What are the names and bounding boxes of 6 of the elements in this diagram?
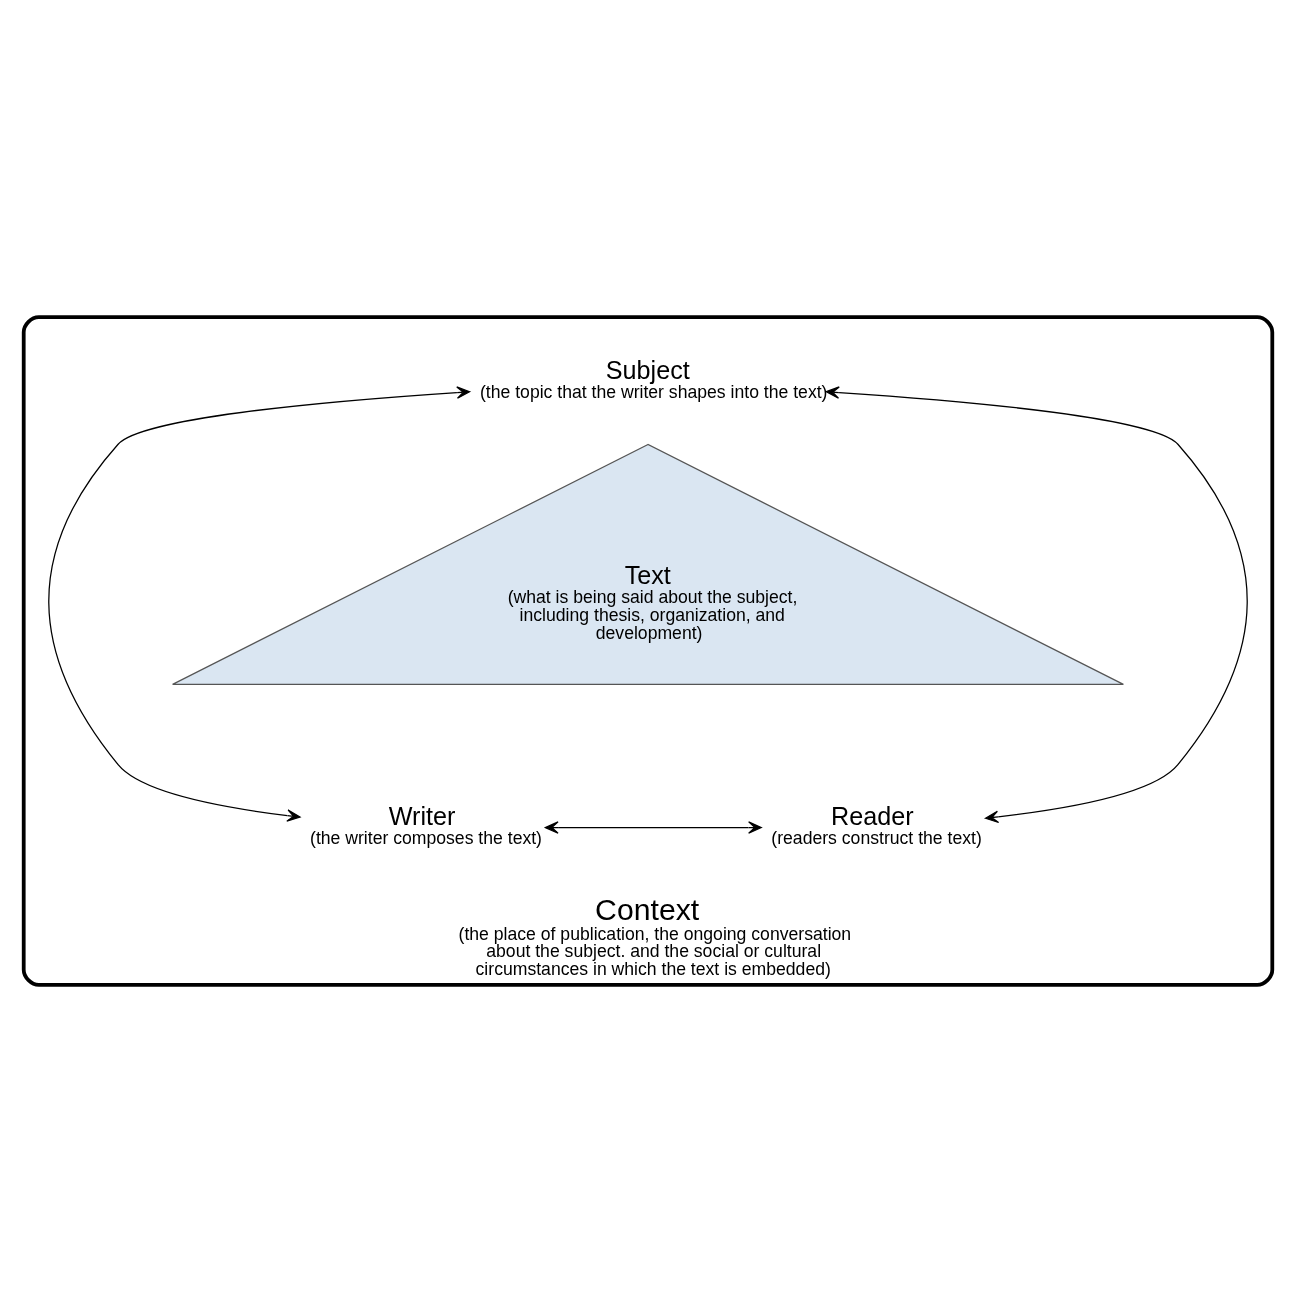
- node-text: Writer (the writer composes the text): [310, 802, 542, 849]
- arrow: [48, 386, 471, 822]
- node-text: Reader (readers construct the text): [771, 802, 982, 849]
- arrow: [825, 386, 1248, 824]
- arrow: [544, 821, 762, 834]
- node-text: Subject (the topic that the writer shapes into the text): [479, 355, 828, 402]
